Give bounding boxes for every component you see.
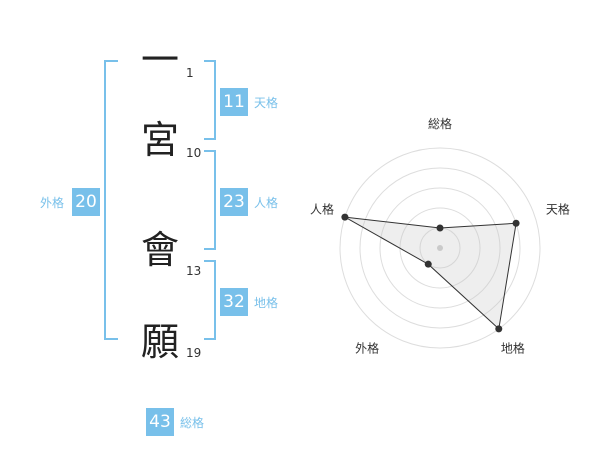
jinkaku-value: 23: [220, 188, 248, 216]
soukaku-value: 43: [146, 408, 174, 436]
jinkaku-bracket: [204, 150, 216, 250]
radar-point-5: [341, 213, 349, 221]
radar-ring-3: [379, 187, 501, 309]
chikaku-bracket: [204, 260, 216, 340]
radar-point-2: [512, 219, 520, 227]
jinkaku-label: 人格: [254, 196, 279, 210]
gaikaku-label: 外格: [40, 196, 65, 210]
stroke-count-3: 13: [186, 264, 202, 278]
radar-axis-label-3: 地格: [501, 340, 525, 355]
radar-ring-4: [359, 167, 521, 329]
radar-axis-label-1: 総格: [428, 116, 452, 131]
radar-axis-label-4: 外格: [355, 340, 379, 355]
tenkaku-bracket: [204, 60, 216, 140]
radar-point-4: [424, 260, 432, 268]
radar-point-3: [495, 325, 503, 333]
radar-center: [437, 245, 443, 251]
radar-axis-label-5: 人格: [310, 202, 334, 217]
name-char-2: 宮: [140, 118, 179, 162]
tenkaku-value: 11: [220, 88, 248, 116]
stroke-count-4: 19: [186, 346, 202, 360]
chikaku-value: 32: [220, 288, 248, 316]
gaikaku-value: 20: [72, 188, 100, 216]
radar-series: [344, 216, 517, 330]
tenkaku-label: 天格: [254, 96, 279, 110]
soukaku-label: 総格: [180, 416, 205, 430]
radar-point-1: [436, 224, 444, 232]
name-char-4: 願: [140, 320, 179, 364]
chikaku-label: 地格: [254, 296, 279, 310]
name-char-1: 一: [140, 38, 179, 82]
stroke-count-2: 10: [186, 146, 202, 160]
radar-axis-label-2: 天格: [546, 202, 570, 217]
name-char-3: 會: [140, 228, 179, 272]
gaikaku-bracket: [104, 60, 118, 340]
radar-ring-5: [339, 147, 541, 349]
stroke-count-1: 1: [186, 66, 194, 80]
